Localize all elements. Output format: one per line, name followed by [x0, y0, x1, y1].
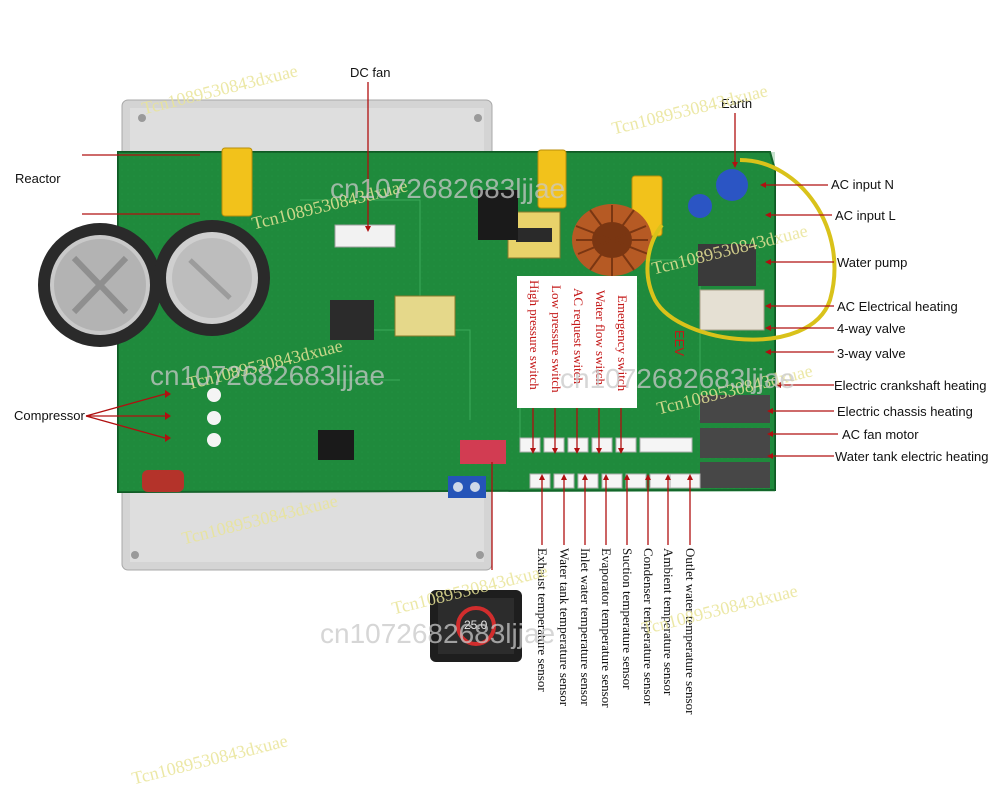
- label-eev: EEV: [672, 330, 687, 357]
- label-emergency-switch: Emergency switch: [615, 295, 630, 392]
- label-water-pump: Water pump: [837, 255, 908, 270]
- label-ac-request-switch: AC request switch: [571, 288, 586, 385]
- capacitor-right: [154, 220, 270, 336]
- label-exhaust-temperature-sensor: Exhaust temperature sensor: [535, 548, 550, 692]
- label-low-pressure-switch: Low pressure switch: [549, 285, 564, 393]
- label-chassis-heating: Electric chassis heating: [837, 404, 973, 419]
- label-high-pressure-switch: High pressure switch: [527, 280, 542, 390]
- toroid-inductor: [572, 204, 652, 276]
- label-suction-temperature-sensor: Suction temperature sensor: [620, 548, 635, 690]
- label-ac-input-l: AC input L: [835, 208, 896, 223]
- capacitor-left: [38, 223, 162, 347]
- label-water-tank-temperature-sensor: Water tank temperature sensor: [557, 548, 572, 707]
- display-reading: 25.0: [464, 618, 488, 632]
- label-crankshaft-heating: Electric crankshaft heating: [834, 378, 987, 393]
- label-condenser-temperature-sensor: Condenser temperature sensor: [641, 548, 656, 706]
- label-4-way-valve: 4-way valve: [837, 321, 906, 336]
- label-earth: Earth: [721, 96, 753, 111]
- label-ambient-temperature-sensor: Ambient temperature sensor: [661, 548, 676, 696]
- label-water-flow-switch: Water flow switch: [593, 290, 608, 385]
- label-ac-electrical-heating: AC Electrical heating: [837, 299, 958, 314]
- controller-display: [430, 590, 522, 662]
- label-evaporator-temperature-sensor: Evaporator temperature sensor: [599, 548, 614, 708]
- label-inlet-water-temperature-sensor: Inlet water temperature sensor: [578, 548, 593, 706]
- label-3-way-valve: 3-way valve: [837, 346, 906, 361]
- label-water-tank-heating: Water tank electric heating: [835, 449, 989, 464]
- label-ac-input-n: AC input N: [831, 177, 894, 192]
- earth-wire: [645, 158, 837, 342]
- label-compressor: Compressor: [14, 408, 85, 423]
- label-reactor: Reactor: [15, 171, 61, 186]
- label-dc-fan: DC fan: [350, 65, 391, 80]
- label-outlet-water-temperature-sensor: Outlet water temperature sensor: [683, 548, 698, 715]
- label-ac-fan-motor: AC fan motor: [842, 427, 919, 442]
